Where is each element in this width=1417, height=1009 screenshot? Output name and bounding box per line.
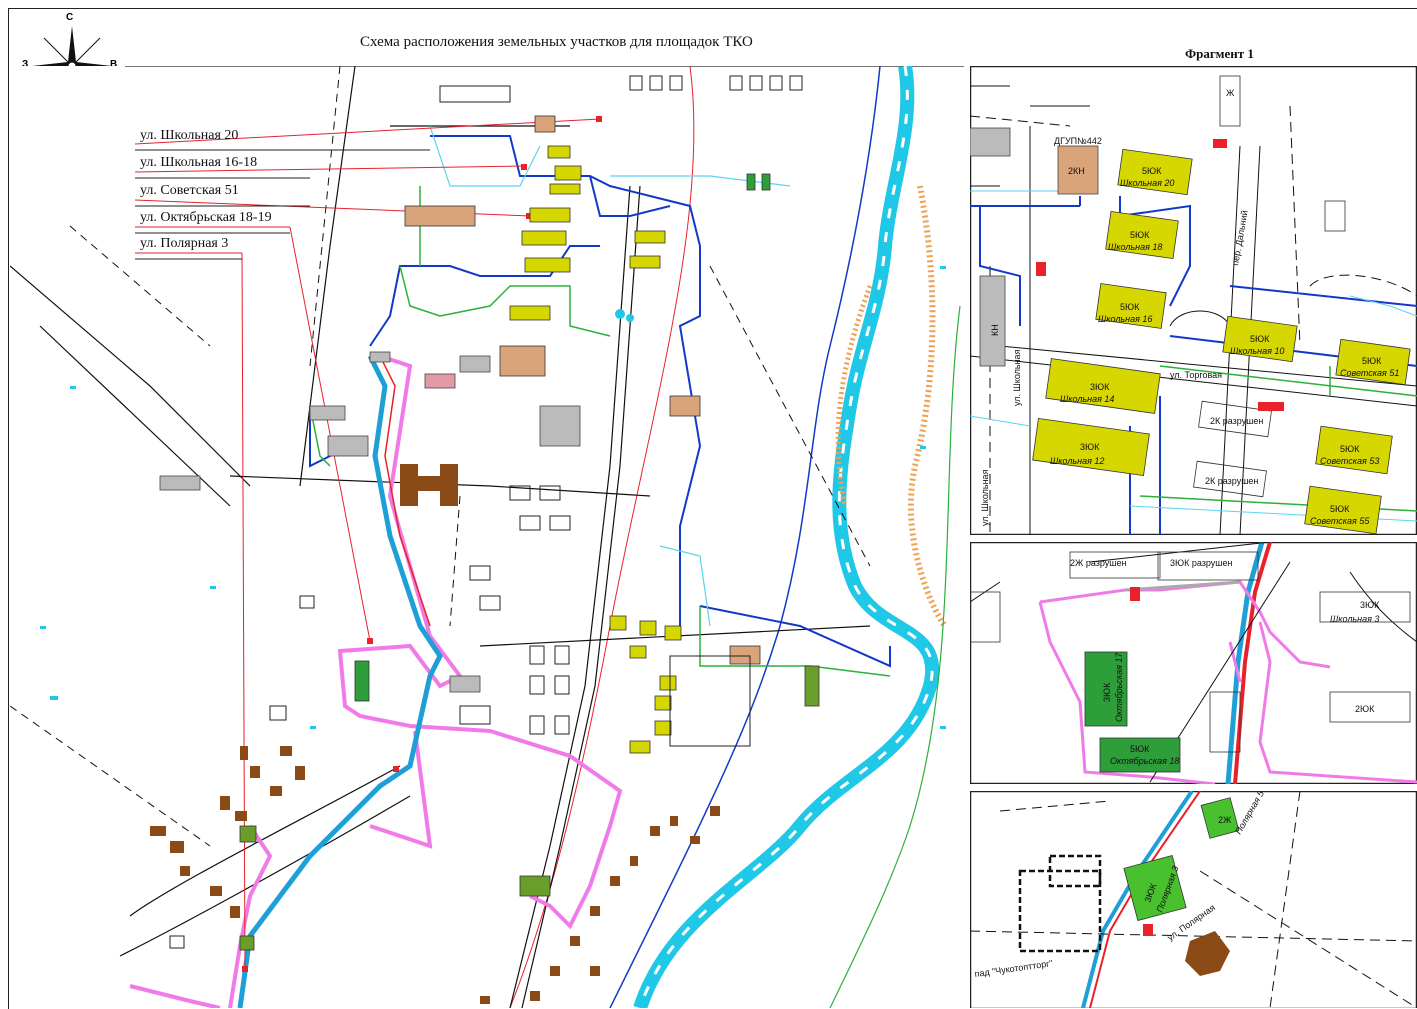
f2-ruin-a: 2Ж разрушен <box>1070 558 1126 568</box>
f1-5ok-d: 5ЮК <box>1250 334 1270 344</box>
f2-okt18: Октябрьская 18 <box>1110 756 1179 766</box>
compass-east: В <box>110 59 118 70</box>
f1-3ok-b: 3ЮК <box>1080 442 1100 452</box>
f1-3ok-a: 3ЮК <box>1090 382 1110 392</box>
f1-sov53: Советская 53 <box>1320 456 1379 466</box>
f1-5ok-e: 5ЮК <box>1362 356 1382 366</box>
f1-ruin-2: 2К разрушен <box>1205 476 1258 486</box>
main-map <box>10 66 964 1008</box>
fragment-1-map: ДГУП№442 2КН 5ЮК Школьная 20 5ЮК Школьна… <box>970 66 1417 535</box>
f2-5ok: 5ЮК <box>1130 744 1150 754</box>
f1-sh12: Школьная 12 <box>1050 456 1104 466</box>
f1-sh20: Школьная 20 <box>1120 178 1174 188</box>
fragment-3-map: 2Ж Полярная 5 3ЮК Полярная 3 ул. Полярна… <box>970 791 1417 1008</box>
f1-shkolnaya-2: ул. Школьная <box>980 469 990 526</box>
street-label-polyarnaya-3: ул. Полярная 3 <box>140 236 229 251</box>
f2-okt17: Октябрьская 17 <box>1114 652 1124 722</box>
map-frame <box>8 8 1417 1009</box>
map-title: Схема расположения земельных участков дл… <box>360 34 753 50</box>
f1-shkolnaya-1: ул. Школьная <box>1012 349 1022 406</box>
f1-5ok-a: 5ЮК <box>1142 166 1162 176</box>
street-label-shkolnaya-20: ул. Школьная 20 <box>140 128 239 143</box>
f1-sov55: Советская 55 <box>1310 516 1370 526</box>
f1-5ok-b: 5ЮК <box>1130 230 1150 240</box>
f1-5ok-g: 5ЮК <box>1330 504 1350 514</box>
f1-dgup-label: ДГУП№442 <box>1054 136 1102 146</box>
f2-sh3: Школьная 3 <box>1330 614 1379 624</box>
f2-3ok: 3ЮК <box>1360 600 1380 610</box>
f1-sh10: Школьная 10 <box>1230 346 1284 356</box>
f1-torgovaya: ул. Торговая <box>1170 370 1222 380</box>
f1-kn: КН <box>990 324 1000 336</box>
compass-west: З <box>22 59 29 70</box>
fragment-2-map: 2Ж разрушен 3ЮК разрушен 3ЮК Школьная 3 … <box>970 542 1417 784</box>
f1-sh14: Школьная 14 <box>1060 394 1114 404</box>
street-label-shkolnaya-16-18: ул. Школьная 16-18 <box>140 155 258 170</box>
f2-3ok-v: 3ЮК <box>1102 682 1112 702</box>
f3-2zh: 2Ж <box>1218 815 1232 825</box>
f1-sov51: Советская 51 <box>1340 368 1399 378</box>
f1-sh16: Школьная 16 <box>1098 314 1152 324</box>
f1-zh: Ж <box>1226 88 1235 98</box>
f1-5ok-f: 5ЮК <box>1340 444 1360 454</box>
f1-sh18: Школьная 18 <box>1108 242 1162 252</box>
street-label-sovetskaya-51: ул. Советская 51 <box>140 183 239 198</box>
street-label-oktyabrskaya-18-19: ул. Октябрьская 18-19 <box>140 210 272 225</box>
f1-2kn-label: 2КН <box>1068 166 1085 176</box>
fragment-title: Фрагмент 1 <box>1185 46 1254 61</box>
compass-north: С <box>66 12 74 23</box>
f1-5ok-c: 5ЮК <box>1120 302 1140 312</box>
f1-ruin-1: 2К разрушен <box>1210 416 1263 426</box>
f2-ruin-b: 3ЮК разрушен <box>1170 558 1233 568</box>
f2-2ok: 2ЮК <box>1355 704 1375 714</box>
